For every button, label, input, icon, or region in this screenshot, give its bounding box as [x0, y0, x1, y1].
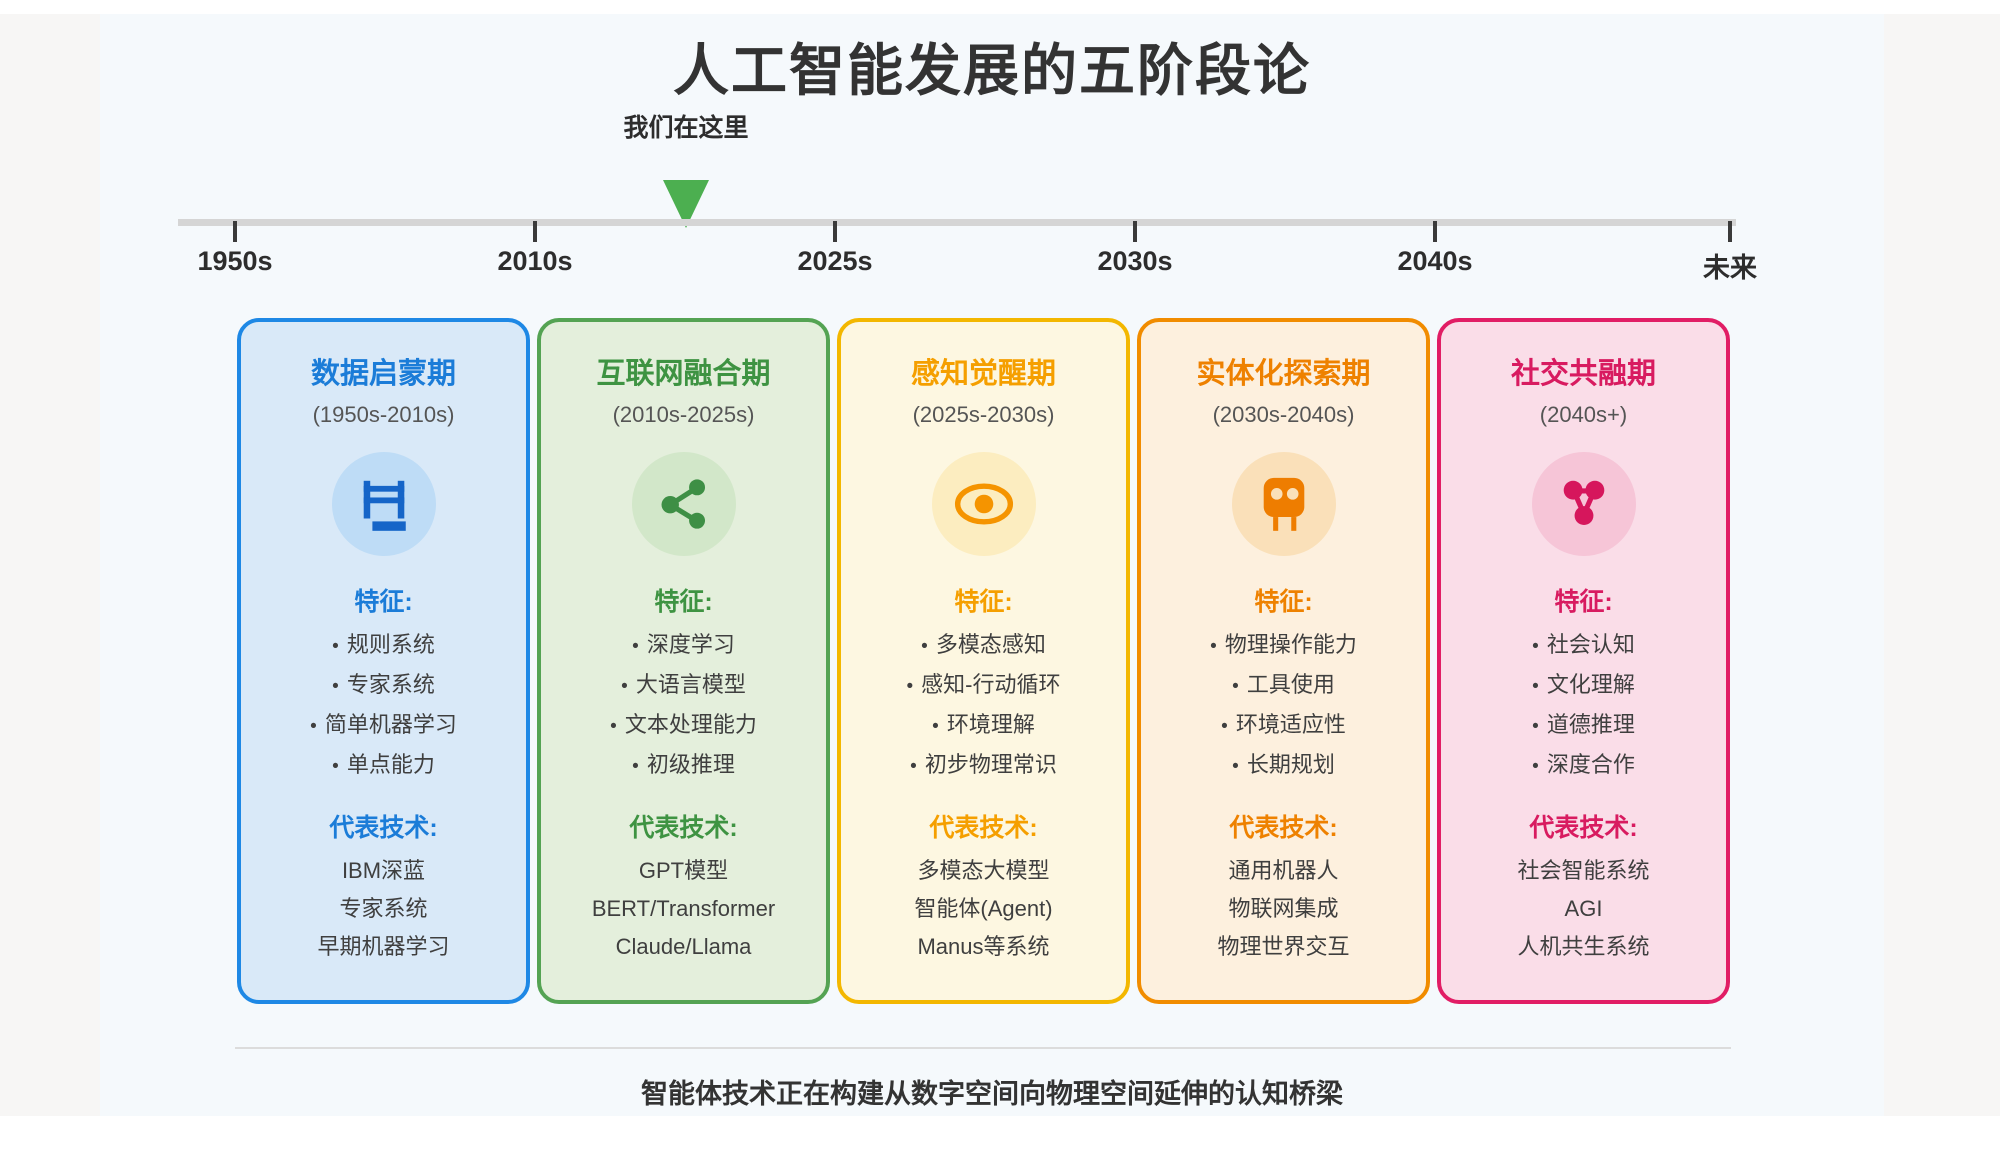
robot-icon	[1263, 477, 1304, 531]
features-heading: 特征:	[654, 588, 713, 616]
timeline-tick	[1133, 221, 1137, 242]
feature-item: 大语言模型	[541, 666, 826, 706]
features-list: 社会认知 文化理解 道德推理 深度合作	[1441, 626, 1726, 786]
here-marker-label: 我们在这里	[623, 114, 749, 142]
tech-item: Manus等系统	[917, 934, 1050, 959]
footer-note: 智能体技术正在构建从数字空间向物理空间延伸的认知桥梁	[641, 1079, 1343, 1109]
tech-list: GPT模型 BERT/Transformer Claude/Llama	[541, 852, 826, 966]
share-icon	[661, 479, 705, 529]
tech-item: 社会智能系统	[1517, 858, 1650, 883]
tech-heading: 代表技术:	[629, 814, 738, 842]
tech-list: IBM深蓝 专家系统 早期机器学习	[241, 852, 526, 966]
feature-item: 文化理解	[1441, 666, 1726, 706]
stage-card-social-integration: 社交共融期 (2040s+) 特征: 社会认知 文化理解 道德推理 深度合作 代…	[1437, 318, 1730, 1004]
stage-icon-circle	[631, 452, 736, 556]
page-title: 人工智能发展的五阶段论	[673, 39, 1311, 102]
feature-item: 道德推理	[1441, 706, 1726, 746]
feature-item: 长期规划	[1141, 746, 1426, 786]
features-list: 多模态感知 感知-行动循环 环境理解 初步物理常识	[841, 626, 1126, 786]
feature-item: 社会认知	[1441, 626, 1726, 666]
stage-title: 互联网融合期	[596, 358, 771, 390]
tech-list: 多模态大模型 智能体(Agent) Manus等系统	[841, 852, 1126, 966]
stage-card-perception-awakening: 感知觉醒期 (2025s-2030s) 特征: 多模态感知 感知-行动循环 环境…	[837, 318, 1130, 1004]
timeline-label-1950s: 1950s	[197, 246, 273, 276]
tech-heading: 代表技术:	[1529, 814, 1638, 842]
stage-icon-circle	[331, 452, 436, 556]
feature-item: 环境理解	[841, 706, 1126, 746]
tech-heading: 代表技术:	[329, 814, 438, 842]
tech-item: 多模态大模型	[917, 858, 1050, 883]
stage-period: (2030s-2040s)	[1212, 402, 1355, 427]
feature-item: 深度学习	[541, 626, 826, 666]
feature-item: 初步物理常识	[841, 746, 1126, 786]
eye-icon	[954, 483, 1013, 525]
timeline-label-2030s: 2030s	[1097, 246, 1173, 276]
tech-heading: 代表技术:	[1229, 814, 1338, 842]
feature-item: 环境适应性	[1141, 706, 1426, 746]
tech-item: 通用机器人	[1228, 858, 1339, 883]
stage-period: (2010s-2025s)	[612, 402, 755, 427]
feature-item: 专家系统	[241, 666, 526, 706]
features-heading: 特征:	[354, 588, 413, 616]
stage-card-data-enlightenment: 数据启蒙期 (1950s-2010s) 特征: 规则系统 专家系统 简单机器学习…	[237, 318, 530, 1004]
feature-item: 初级推理	[541, 746, 826, 786]
timeline-label-future: 未来	[1703, 253, 1757, 283]
tech-item: BERT/Transformer	[591, 896, 776, 921]
timeline-label-2040s: 2040s	[1397, 246, 1473, 276]
feature-item: 感知-行动循环	[841, 666, 1126, 706]
tech-item: 人机共生系统	[1517, 934, 1650, 959]
server-icon	[363, 480, 406, 531]
tech-heading: 代表技术:	[929, 814, 1038, 842]
feature-item: 文本处理能力	[541, 706, 826, 746]
timeline-label-2025s: 2025s	[797, 246, 873, 276]
stage-title: 社交共融期	[1510, 358, 1656, 390]
stage-title: 感知觉醒期	[910, 358, 1056, 390]
stage-icon-circle	[931, 452, 1036, 556]
features-heading: 特征:	[1254, 588, 1313, 616]
timeline-tick	[833, 221, 837, 242]
stage-period: (2040s+)	[1539, 402, 1628, 427]
tech-list: 社会智能系统 AGI 人机共生系统	[1441, 852, 1726, 966]
feature-item: 简单机器学习	[241, 706, 526, 746]
features-list: 深度学习 大语言模型 文本处理能力 初级推理	[541, 626, 826, 786]
stage-title: 实体化探索期	[1196, 358, 1371, 390]
tech-item: Claude/Llama	[615, 934, 752, 959]
stage-period: (1950s-2010s)	[312, 402, 455, 427]
feature-item: 单点能力	[241, 746, 526, 786]
tech-item: 智能体(Agent)	[914, 896, 1053, 921]
stage-title: 数据启蒙期	[310, 358, 456, 390]
tech-item: 早期机器学习	[317, 934, 450, 959]
tech-item: IBM深蓝	[341, 858, 426, 883]
tech-item: 物联网集成	[1228, 896, 1339, 921]
tech-item: GPT模型	[638, 858, 729, 883]
features-list: 规则系统 专家系统 简单机器学习 单点能力	[241, 626, 526, 786]
timeline-bar	[178, 219, 1736, 226]
stage-period: (2025s-2030s)	[912, 402, 1055, 427]
tech-list: 通用机器人 物联网集成 物理世界交互	[1141, 852, 1426, 966]
footer-divider	[235, 1047, 1731, 1049]
stage-icon-circle	[1531, 452, 1636, 556]
features-heading: 特征:	[954, 588, 1013, 616]
timeline-tick	[233, 221, 237, 242]
people-network-icon	[1563, 480, 1604, 526]
stage-card-internet-fusion: 互联网融合期 (2010s-2025s) 特征: 深度学习 大语言模型 文本处理…	[537, 318, 830, 1004]
timeline-label-2010s: 2010s	[497, 246, 573, 276]
stage-icon-circle	[1231, 452, 1336, 556]
feature-item: 多模态感知	[841, 626, 1126, 666]
timeline-tick	[1728, 221, 1732, 242]
feature-item: 物理操作能力	[1141, 626, 1426, 666]
feature-item: 规则系统	[241, 626, 526, 666]
tech-item: 物理世界交互	[1217, 934, 1350, 959]
timeline-tick	[1433, 221, 1437, 242]
features-heading: 特征:	[1554, 588, 1613, 616]
stage-card-embodied-exploration: 实体化探索期 (2030s-2040s) 特征: 物理操作能力 工具使用 环境适…	[1137, 318, 1430, 1004]
features-list: 物理操作能力 工具使用 环境适应性 长期规划	[1141, 626, 1426, 786]
tech-item: AGI	[1564, 896, 1603, 921]
feature-item: 深度合作	[1441, 746, 1726, 786]
timeline-tick	[533, 221, 537, 242]
tech-item: 专家系统	[339, 896, 428, 921]
feature-item: 工具使用	[1141, 666, 1426, 706]
